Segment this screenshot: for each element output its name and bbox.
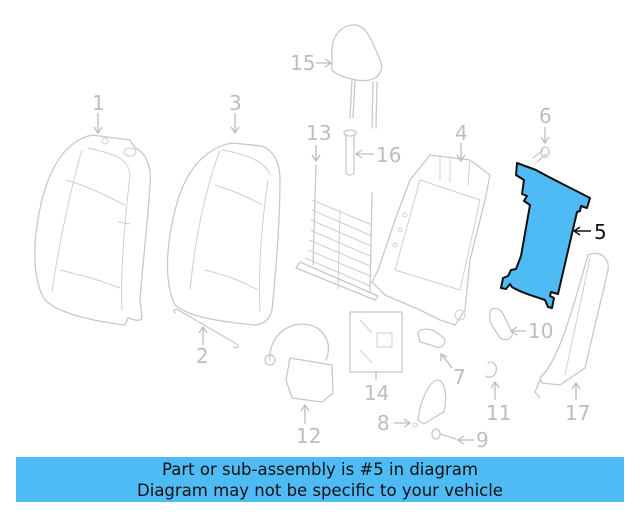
part-10-knob: [489, 307, 513, 341]
callout-11: 11: [486, 401, 511, 425]
part-11-clip: [485, 361, 498, 378]
banner-line-2: Diagram may not be specific to your vehi…: [137, 480, 503, 500]
callout-17: 17: [565, 401, 590, 425]
part-9-bolt: [431, 428, 457, 440]
part-17-side-trim: [534, 252, 609, 399]
part-6-screw: [532, 146, 550, 163]
callout-2: 2: [196, 344, 209, 368]
info-banner: Part or sub-assembly is #5 in diagram Di…: [16, 457, 624, 502]
part-4-seat-back-frame: [371, 154, 491, 326]
part-15-headrest: [331, 24, 383, 129]
callout-7: 7: [453, 365, 466, 389]
part-16-headrest-guide: [343, 129, 357, 176]
part-14-hook-kit: [349, 311, 403, 373]
callout-9: 9: [476, 428, 489, 452]
callout-16: 16: [376, 143, 401, 167]
callout-3: 3: [229, 91, 242, 115]
callout-14: 14: [364, 381, 389, 405]
callout-15: 15: [290, 51, 315, 75]
part-8-side-cover: [412, 379, 447, 428]
callout-12: 12: [296, 424, 321, 448]
callout-1: 1: [92, 91, 105, 115]
part-2-rod: [173, 308, 239, 349]
part-5-back-panel[interactable]: [500, 162, 591, 309]
callout-4: 4: [455, 121, 468, 145]
part-13-spring-mat: [295, 164, 379, 301]
banner-line-1: Part or sub-assembly is #5 in diagram: [162, 459, 478, 479]
callout-13: 13: [306, 121, 331, 145]
callout-6: 6: [539, 104, 552, 128]
callout-10: 10: [528, 319, 553, 343]
part-7-bracket: [417, 328, 446, 349]
callout-8: 8: [377, 411, 390, 435]
part-3-seat-back-cover: [166, 142, 281, 326]
callout-5: 5: [594, 220, 607, 244]
part-12-lumbar-module: [264, 323, 334, 403]
part-1-seat-back-cover: [34, 134, 151, 326]
